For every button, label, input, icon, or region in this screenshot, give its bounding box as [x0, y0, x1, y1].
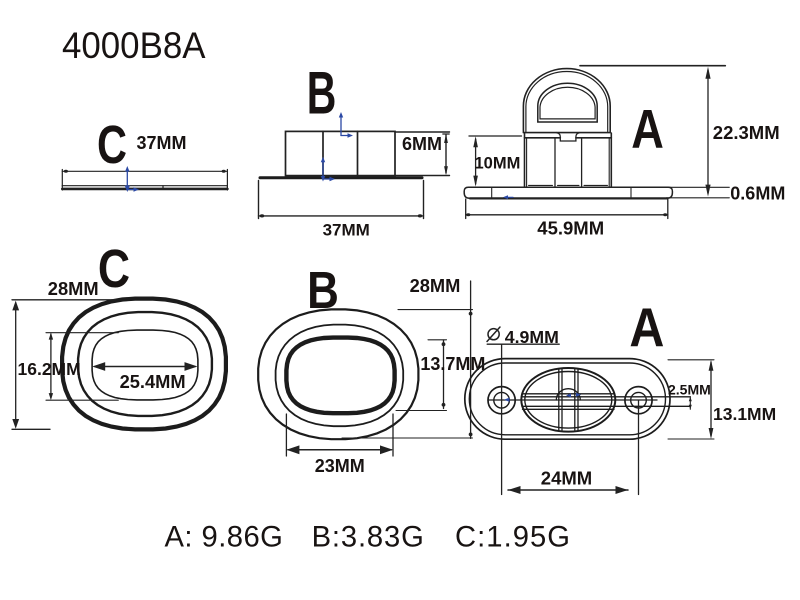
svg-text:A: 9.86G: A: 9.86G: [165, 521, 284, 553]
svg-text:37MM: 37MM: [323, 220, 370, 239]
svg-text:C: C: [97, 116, 127, 175]
svg-text:A: A: [629, 296, 664, 358]
svg-text:4.9MM: 4.9MM: [505, 327, 559, 347]
svg-text:B: B: [307, 59, 337, 127]
svg-text:0.6MM: 0.6MM: [730, 184, 785, 204]
svg-text:13.7MM: 13.7MM: [420, 354, 485, 374]
svg-text:23MM: 23MM: [315, 456, 365, 476]
svg-text:45.9MM: 45.9MM: [537, 218, 604, 239]
svg-text:28MM: 28MM: [410, 275, 461, 296]
svg-text:6MM: 6MM: [402, 134, 442, 154]
svg-text:C:1.95G: C:1.95G: [455, 521, 571, 553]
svg-text:28MM: 28MM: [48, 278, 99, 299]
svg-text:24MM: 24MM: [541, 468, 592, 489]
svg-text:C: C: [98, 239, 130, 299]
svg-text:B:3.83G: B:3.83G: [312, 521, 425, 553]
svg-text:A: A: [631, 98, 664, 159]
svg-text:37MM: 37MM: [137, 133, 187, 153]
svg-text:4000B8A: 4000B8A: [62, 24, 206, 66]
svg-text:25.4MM: 25.4MM: [120, 371, 186, 392]
svg-text:16.2MM: 16.2MM: [18, 359, 81, 379]
svg-text:10MM: 10MM: [475, 155, 521, 173]
svg-text:2.5MM: 2.5MM: [668, 381, 711, 397]
svg-text:13.1MM: 13.1MM: [713, 404, 776, 424]
svg-text:22.3MM: 22.3MM: [713, 122, 780, 143]
